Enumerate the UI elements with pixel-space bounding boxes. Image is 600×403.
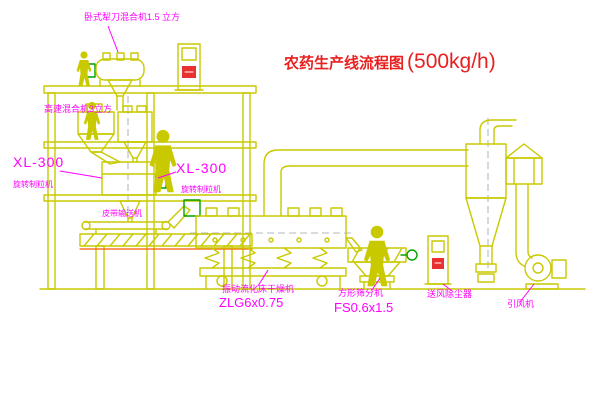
title-text: 农药生产线流程图	[284, 55, 405, 72]
label-granulator-right-model: XL-300	[176, 160, 228, 176]
diagram-title: 农药生产线流程图 (500kg/h)	[284, 50, 496, 74]
belt-conveyor	[81, 205, 191, 235]
control-cabinet-2	[424, 235, 452, 285]
title-capacity: (500kg/h)	[407, 50, 496, 73]
building-structure	[43, 85, 257, 290]
human-figure	[362, 224, 392, 288]
label-dryer-model: ZLG6x0.75	[219, 295, 284, 310]
label-fan: 引风机	[507, 299, 535, 309]
label-granulator-left-model: XL-300	[13, 154, 65, 170]
label-high-speed-mixer: 高速混合机3立方	[44, 104, 113, 114]
control-cabinet-1	[174, 43, 204, 91]
exhaust-stack	[505, 143, 543, 267]
horizontal-mixer	[81, 52, 145, 111]
human-figure	[75, 50, 93, 87]
label-horizontal-mixer: 卧式犁刀混合机1.5 立方	[84, 12, 181, 22]
exhaust-duct	[263, 149, 469, 217]
label-belt-conveyor: 皮带输送机	[102, 209, 142, 218]
label-granulator-left-name: 旋转制粒机	[13, 180, 53, 189]
cyclone-separator	[465, 119, 517, 283]
label-sieve-model: FS0.6x1.5	[334, 300, 394, 315]
label-sieve-name: 方形筛分机	[338, 288, 384, 298]
label-leaders	[59, 25, 535, 303]
label-dryer-name: 振动流化床干燥机	[222, 284, 295, 294]
induced-draft-fan	[524, 254, 567, 290]
label-granulator-right-name: 旋转制粒机	[181, 185, 221, 194]
label-dust-collector: 送风除尘器	[427, 289, 473, 299]
fluid-bed-dryer	[183, 199, 363, 290]
granulator-upper	[117, 105, 153, 163]
